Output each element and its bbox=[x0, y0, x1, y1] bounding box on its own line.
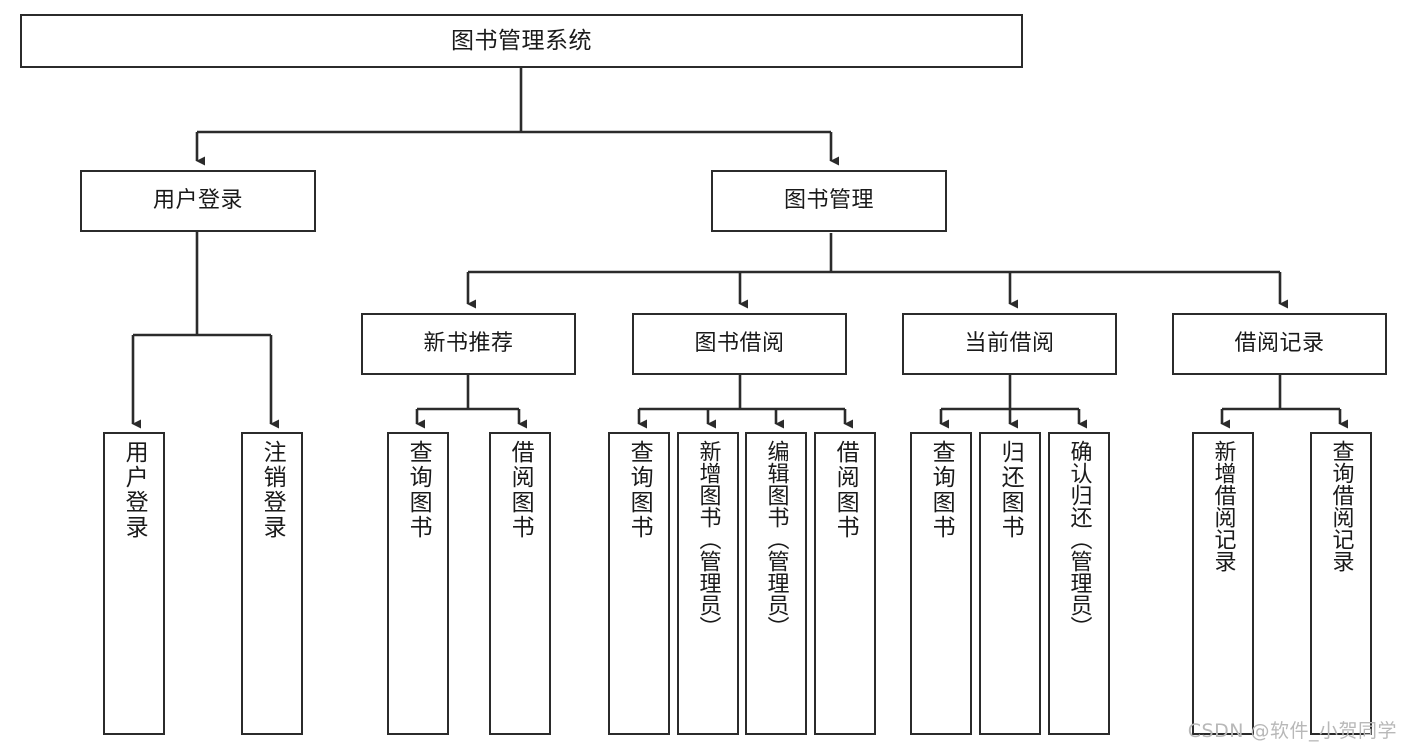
node-current-borrow[interactable]: 当前借阅 bbox=[902, 313, 1117, 375]
node-label: 借阅图书 bbox=[507, 440, 534, 540]
node-label: 用户登录 bbox=[121, 440, 148, 540]
node-label: 图书借阅 bbox=[694, 331, 785, 357]
node-label: 查询借阅记录 bbox=[1328, 440, 1354, 572]
node-label: 确认归还（管理员） bbox=[1066, 440, 1092, 638]
leaf-user-logout[interactable]: 注销登录 bbox=[241, 432, 303, 735]
leaf-confirm-return-admin[interactable]: 确认归还（管理员） bbox=[1048, 432, 1110, 735]
node-book-borrow[interactable]: 图书借阅 bbox=[632, 313, 847, 375]
node-book-management[interactable]: 图书管理 bbox=[711, 170, 947, 232]
leaf-add-book-admin[interactable]: 新增图书（管理员） bbox=[677, 432, 739, 735]
node-label: 新增图书（管理员） bbox=[695, 440, 721, 638]
node-label: 新书推荐 bbox=[423, 331, 514, 357]
leaf-query-book-recommend[interactable]: 查询图书 bbox=[387, 432, 449, 735]
node-label: 借阅图书 bbox=[832, 440, 859, 540]
node-label: 图书管理 bbox=[783, 188, 874, 214]
leaf-query-borrow-record[interactable]: 查询借阅记录 bbox=[1310, 432, 1372, 735]
node-new-book-recommend[interactable]: 新书推荐 bbox=[361, 313, 576, 375]
node-label: 图书管理系统 bbox=[451, 27, 592, 54]
leaf-edit-book-admin[interactable]: 编辑图书（管理员） bbox=[745, 432, 807, 735]
leaf-borrow-book[interactable]: 借阅图书 bbox=[814, 432, 876, 735]
leaf-query-book-borrow[interactable]: 查询图书 bbox=[608, 432, 670, 735]
node-borrow-record[interactable]: 借阅记录 bbox=[1172, 313, 1387, 375]
node-label: 用户登录 bbox=[152, 188, 243, 214]
csdn-watermark: CSDN @软件_小贺同学 bbox=[1187, 720, 1397, 742]
node-user-login[interactable]: 用户登录 bbox=[80, 170, 316, 232]
leaf-user-login[interactable]: 用户登录 bbox=[103, 432, 165, 735]
node-label: 归还图书 bbox=[997, 440, 1024, 540]
node-label: 编辑图书（管理员） bbox=[763, 440, 789, 638]
node-label: 查询图书 bbox=[928, 440, 955, 540]
node-label: 新增借阅记录 bbox=[1210, 440, 1236, 572]
node-label: 查询图书 bbox=[405, 440, 432, 540]
node-label: 借阅记录 bbox=[1234, 331, 1325, 357]
node-root-system[interactable]: 图书管理系统 bbox=[20, 14, 1023, 68]
leaf-add-borrow-record[interactable]: 新增借阅记录 bbox=[1192, 432, 1254, 735]
leaf-return-book[interactable]: 归还图书 bbox=[979, 432, 1041, 735]
node-label: 注销登录 bbox=[259, 440, 286, 540]
node-label: 查询图书 bbox=[626, 440, 653, 540]
leaf-query-book-current[interactable]: 查询图书 bbox=[910, 432, 972, 735]
leaf-borrow-book-recommend[interactable]: 借阅图书 bbox=[489, 432, 551, 735]
node-label: 当前借阅 bbox=[964, 331, 1055, 357]
